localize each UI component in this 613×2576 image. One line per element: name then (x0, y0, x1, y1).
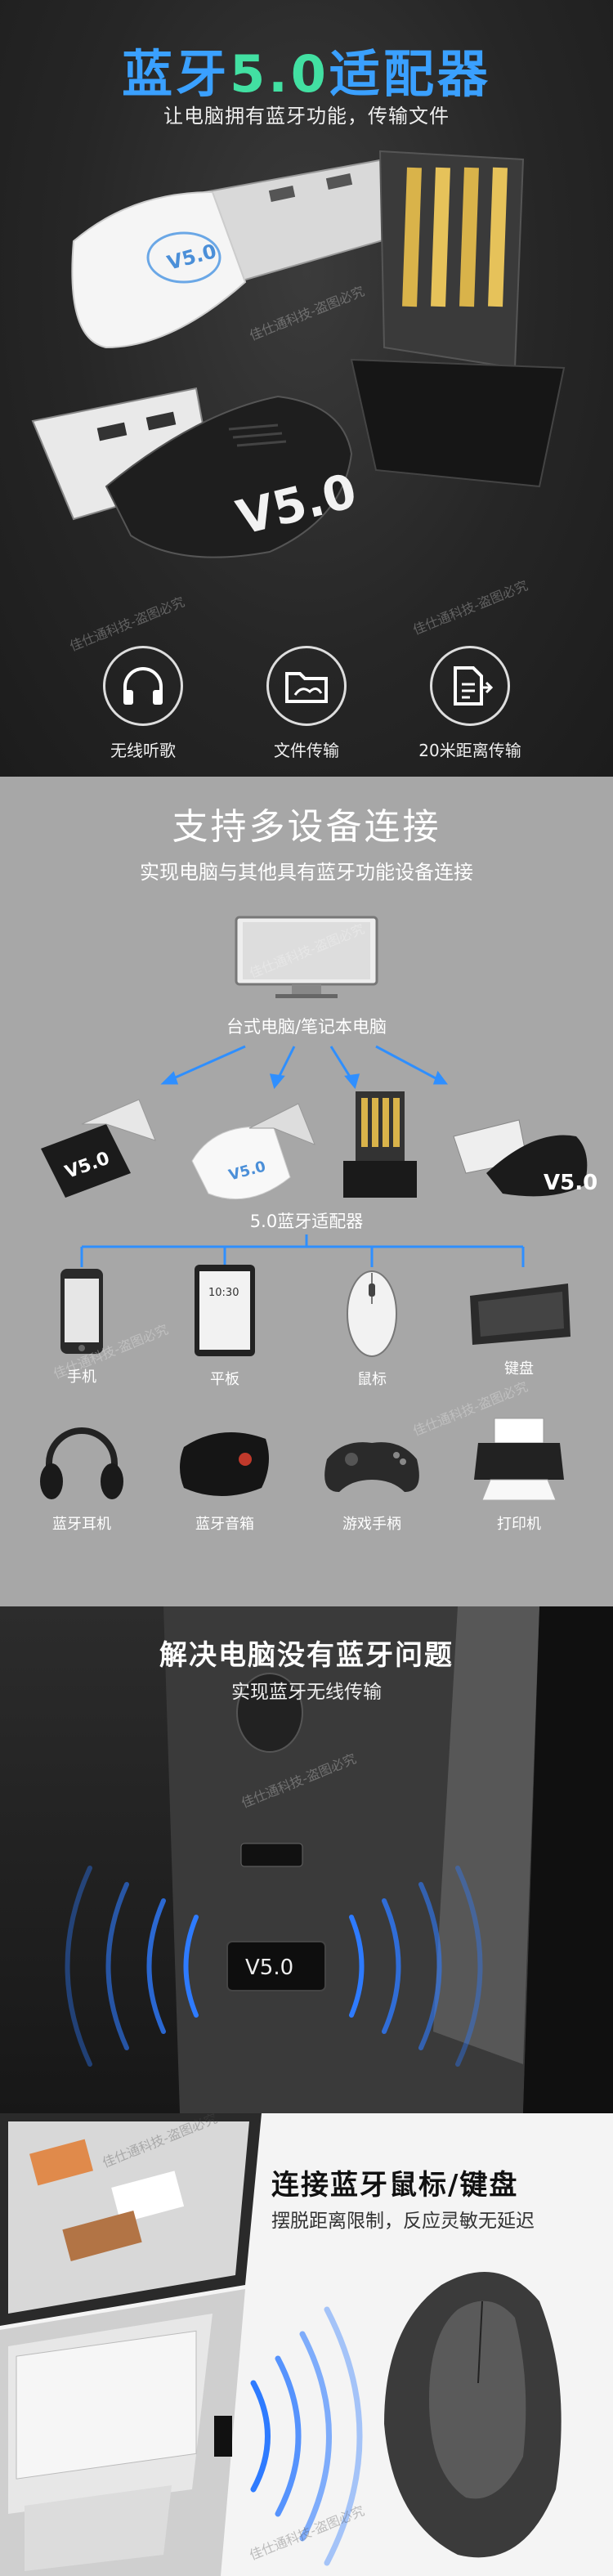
multi-device-panel: 支持多设备连接 实现电脑与其他具有蓝牙功能设备连接 台式电脑/笔记本电脑 V5.… (0, 777, 613, 1606)
device-bt-headphones: 蓝牙耳机 (16, 1422, 147, 1534)
white-adapter: V5.0 (71, 158, 410, 349)
solve-title: 解决电脑没有蓝牙问题 (159, 1639, 454, 1672)
device-name: 鼠标 (357, 1371, 387, 1388)
adapter-lineup-badge: V5.0 (544, 1171, 597, 1195)
device-name: 游戏手柄 (342, 1516, 401, 1533)
connection-arrows (160, 1045, 448, 1090)
device-name: 蓝牙音箱 (195, 1516, 254, 1533)
monitor-icon (235, 916, 378, 998)
headphones-icon (123, 667, 163, 705)
connect-panel: 连接蓝牙鼠标/键盘 摆脱距离限制，反应灵敏无延迟 佳仕通科技-盗图必究 佳仕通科… (0, 2113, 613, 2576)
hero-subtitle: 让电脑拥有蓝牙功能，传输文件 (163, 105, 450, 128)
folder-icon (285, 672, 328, 703)
gamepad-icon (324, 1442, 419, 1492)
solve-subtitle: 实现蓝牙无线传输 (231, 1682, 382, 1703)
adapter-lineup: V5.0 V5.0 V5.0 (41, 1091, 597, 1200)
file-transfer-icon (454, 666, 493, 706)
device-printer: 打印机 (454, 1414, 584, 1534)
tablet-icon: 10:30 (195, 1265, 255, 1356)
device-name: 手机 (67, 1369, 96, 1386)
device-name: 平板 (210, 1371, 239, 1388)
feature-label: 文件传输 (274, 741, 339, 760)
mouse-icon (347, 1270, 397, 1357)
feature-file-transfer: 文件传输 (233, 646, 380, 761)
device-phone: 手机 (16, 1267, 147, 1387)
hero-title-part2: 5.0 (230, 44, 329, 104)
adapter-label: 5.0蓝牙适配器 (249, 1212, 364, 1231)
tablet-screen-time: 10:30 (208, 1287, 239, 1299)
solve-device-badge: V5.0 (245, 1956, 293, 1980)
hero-panel: 蓝牙5.0适配器 让电脑拥有蓝牙功能，传输文件 V5.0 V5.0 (0, 0, 613, 777)
device-tablet: 10:30 平板 (159, 1263, 290, 1389)
device-tree-lines (80, 1234, 525, 1267)
device-name: 打印机 (497, 1516, 541, 1533)
hero-product-image: V5.0 V5.0 (31, 150, 566, 558)
device-name: 蓝牙耳机 (52, 1516, 111, 1533)
printer-icon (474, 1418, 564, 1501)
device-bt-speaker: 蓝牙音箱 (159, 1422, 290, 1534)
device-name: 键盘 (504, 1360, 534, 1378)
multi-title: 支持多设备连接 (172, 806, 441, 848)
pc-case-image: V5.0 (65, 1606, 613, 2113)
feature-label: 20米距离传输 (418, 741, 521, 760)
device-keyboard: 键盘 (454, 1275, 584, 1378)
speaker-icon (180, 1432, 269, 1496)
feature-label: 无线听歌 (110, 741, 176, 760)
computer-label: 台式电脑/笔记本电脑 (226, 1017, 387, 1037)
nano-adapter (350, 150, 566, 488)
laptop-mouse-image (0, 2113, 562, 2576)
headphones-icon (40, 1427, 123, 1499)
phone-icon (60, 1269, 103, 1354)
hero-title: 蓝牙5.0适配器 (0, 33, 613, 106)
feature-20m-range: 20米距离传输 (396, 646, 544, 761)
connect-title: 连接蓝牙鼠标/键盘 (271, 2169, 519, 2202)
device-mouse: 鼠标 (306, 1263, 437, 1389)
multi-subtitle: 实现电脑与其他具有蓝牙功能设备连接 (140, 861, 473, 884)
solve-panel: V5.0 解决电脑没有蓝牙问题 实现蓝牙无线传输 佳仕通科技-盗图必究 (0, 1606, 613, 2113)
hero-title-part3: 适配器 (329, 44, 491, 104)
connect-subtitle: 摆脱距离限制，反应灵敏无延迟 (271, 2211, 535, 2232)
keyboard-icon (470, 1284, 570, 1345)
black-adapter: V5.0 (31, 387, 362, 558)
device-gamepad: 游戏手柄 (306, 1422, 437, 1534)
feature-wireless-music: 无线听歌 (69, 646, 217, 761)
hero-title-part1: 蓝牙 (122, 44, 230, 104)
